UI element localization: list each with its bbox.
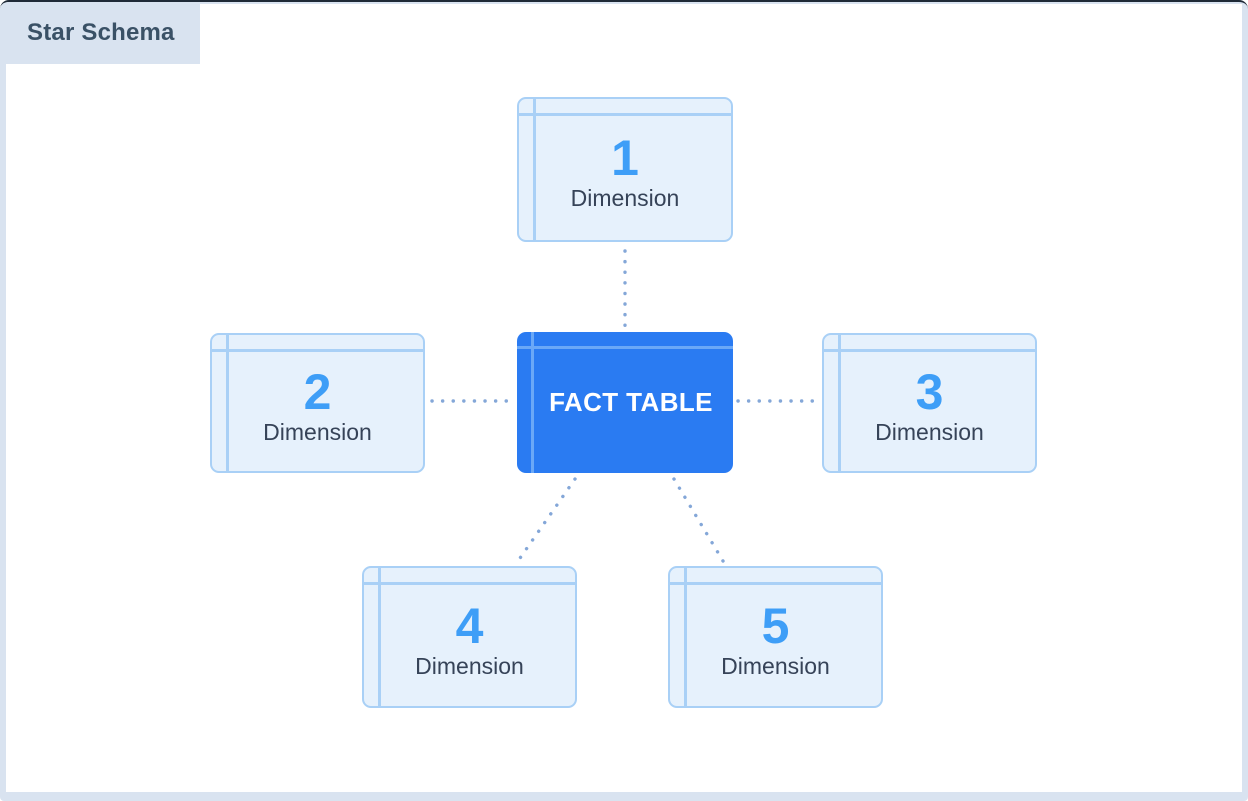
table-header-row-line: [212, 349, 423, 352]
dimension-number: 2: [303, 363, 332, 420]
table-key-column-line: [378, 568, 381, 706]
dimension-number: 1: [611, 130, 639, 187]
page-title: Star Schema: [27, 19, 175, 46]
dimension-label: Dimension: [721, 652, 830, 679]
table-key-column-line: [533, 99, 536, 240]
dimension-table-1: 1 Dimension: [517, 97, 733, 242]
dimension-label: Dimension: [875, 418, 984, 445]
table-header-row-line: [364, 582, 575, 585]
dimension-number: 3: [915, 363, 944, 420]
table-key-column-line: [226, 335, 229, 471]
title-tab: Star Schema: [0, 2, 200, 64]
dimension-table-2: 2 Dimension: [210, 333, 425, 473]
table-key-column-line: [531, 332, 534, 473]
dimension-table-5: 5 Dimension: [668, 566, 883, 708]
fact-table-label: FACT TABLE: [549, 387, 713, 417]
fact-table: FACT TABLE: [517, 332, 733, 473]
table-header-row-line: [670, 582, 881, 585]
table-header-row-line: [519, 113, 731, 116]
table-key-column-line: [838, 335, 841, 471]
dimension-number: 4: [455, 597, 484, 654]
table-key-column-line: [684, 568, 687, 706]
dimension-number: 5: [761, 597, 790, 654]
table-header-row-line: [517, 346, 733, 349]
dimension-label: Dimension: [415, 652, 524, 679]
dimension-table-3: 3 Dimension: [822, 333, 1037, 473]
dimension-table-4: 4 Dimension: [362, 566, 577, 708]
table-header-row-line: [824, 349, 1035, 352]
dimension-label: Dimension: [263, 418, 372, 445]
dimension-label: Dimension: [570, 185, 680, 212]
